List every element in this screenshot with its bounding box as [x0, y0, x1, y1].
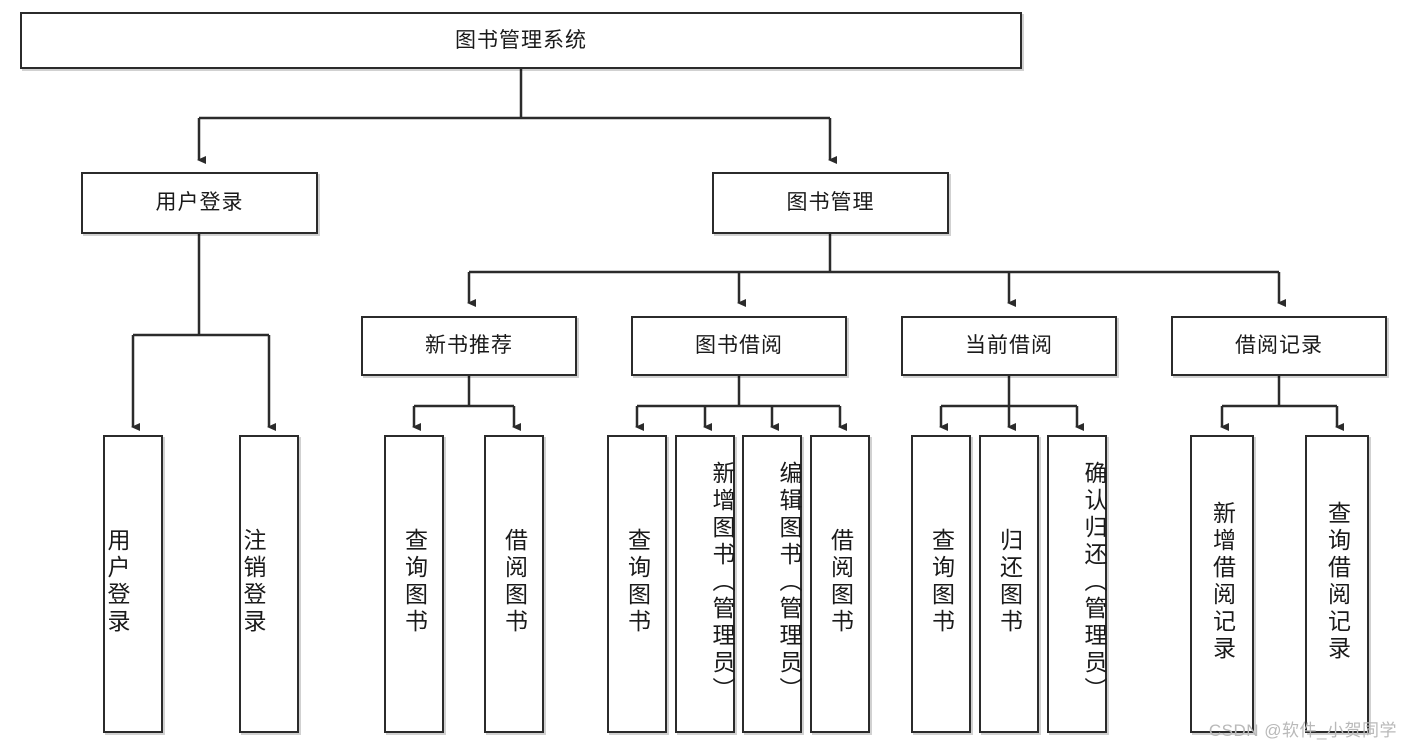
leaf-user-login-signout[interactable]: 注销登录	[239, 435, 299, 733]
node-label: 图书借阅	[695, 334, 783, 358]
node-label: 注销登录	[240, 528, 266, 636]
node-label: 查询图书	[401, 528, 428, 636]
node-label: 查询图书	[624, 528, 651, 636]
node-root-system[interactable]: 图书管理系统	[20, 12, 1022, 69]
leaf-book-borrow-add[interactable]: 新增图书（管理员）	[675, 435, 735, 733]
node-label: 当前借阅	[965, 334, 1053, 358]
node-label: 图书管理系统	[455, 28, 587, 52]
leaf-new-book-query[interactable]: 查询图书	[384, 435, 444, 733]
node-label: 新增借阅记录	[1209, 501, 1236, 663]
node-label: 新书推荐	[425, 334, 513, 358]
leaf-current-borrow-return[interactable]: 归还图书	[979, 435, 1039, 733]
leaf-current-borrow-query[interactable]: 查询图书	[911, 435, 971, 733]
node-label: 借阅记录	[1235, 334, 1323, 358]
node-label: 归还图书	[996, 528, 1023, 636]
node-label: 查询借阅记录	[1324, 501, 1351, 663]
node-user-login[interactable]: 用户登录	[81, 172, 318, 234]
node-book-management[interactable]: 图书管理	[712, 172, 949, 234]
node-label: 确认归还（管理员）	[1081, 460, 1107, 704]
node-new-book-recommend[interactable]: 新书推荐	[361, 316, 577, 376]
leaf-new-book-borrow[interactable]: 借阅图书	[484, 435, 544, 733]
node-label: 新增图书（管理员）	[709, 460, 735, 704]
leaf-book-borrow-lend[interactable]: 借阅图书	[810, 435, 870, 733]
node-label: 查询图书	[928, 528, 955, 636]
node-label: 编辑图书（管理员）	[776, 460, 802, 704]
node-label: 借阅图书	[501, 528, 528, 636]
leaf-book-borrow-query[interactable]: 查询图书	[607, 435, 667, 733]
node-borrow-record[interactable]: 借阅记录	[1171, 316, 1387, 376]
node-book-borrow[interactable]: 图书借阅	[631, 316, 847, 376]
leaf-borrow-record-add[interactable]: 新增借阅记录	[1190, 435, 1254, 733]
leaf-current-borrow-confirm[interactable]: 确认归还（管理员）	[1047, 435, 1107, 733]
leaf-user-login-signin[interactable]: 用户登录	[103, 435, 163, 733]
leaf-book-borrow-edit[interactable]: 编辑图书（管理员）	[742, 435, 802, 733]
node-label: 用户登录	[155, 191, 244, 215]
leaf-borrow-record-query[interactable]: 查询借阅记录	[1305, 435, 1369, 733]
node-current-borrow[interactable]: 当前借阅	[901, 316, 1117, 376]
node-label: 用户登录	[104, 528, 130, 636]
node-label: 借阅图书	[827, 528, 854, 636]
node-label: 图书管理	[786, 191, 875, 215]
